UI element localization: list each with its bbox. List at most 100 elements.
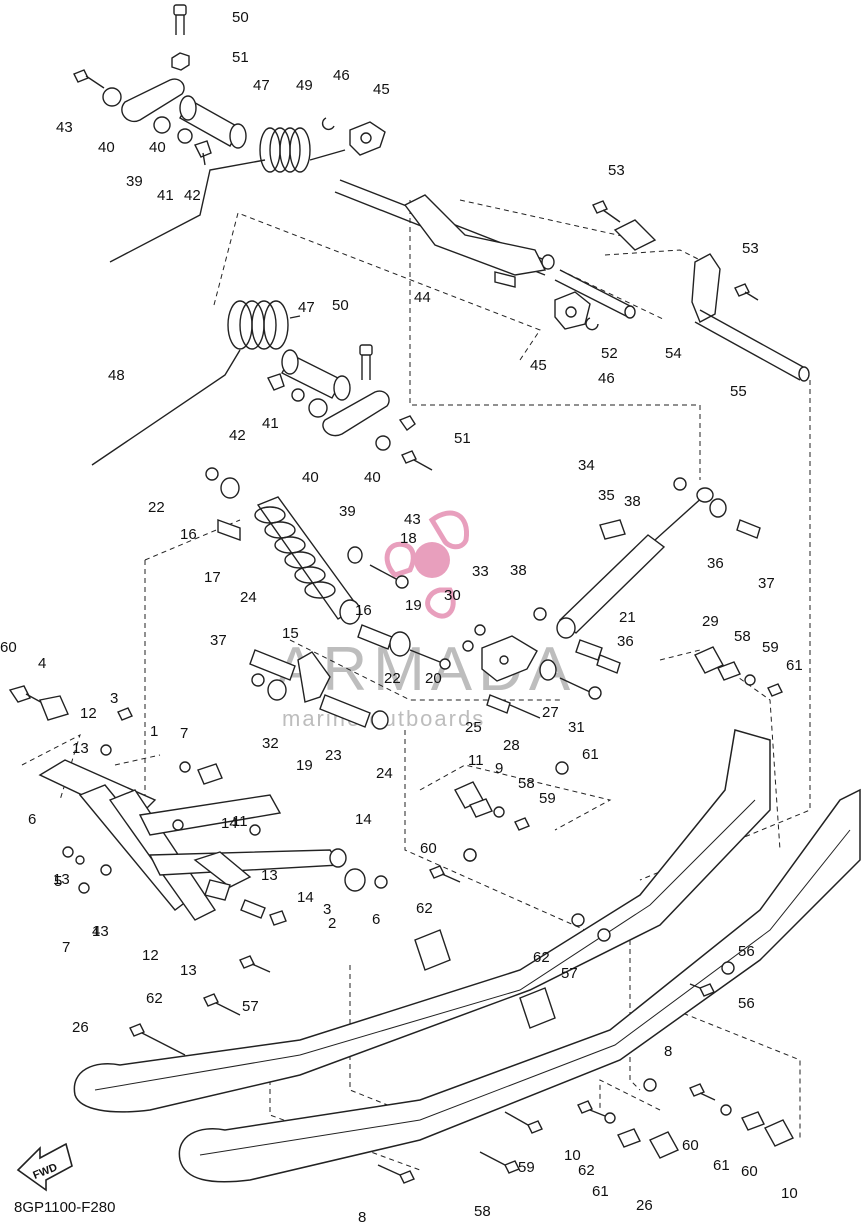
callout-label: 12 — [80, 705, 97, 722]
callout-label: 46 — [333, 67, 350, 84]
callout-label: 37 — [210, 632, 227, 649]
callout-label: 62 — [146, 990, 163, 1007]
callout-label: 37 — [758, 575, 775, 592]
shock-parts — [205, 467, 761, 730]
callout-label: 22 — [384, 670, 401, 687]
callout-label: 43 — [404, 511, 421, 528]
callout-label: 12 — [142, 947, 159, 964]
callout-label: 34 — [578, 457, 595, 474]
callout-label: 8 — [358, 1209, 366, 1224]
callout-label: 62 — [578, 1162, 595, 1179]
callout-label: 13 — [92, 923, 109, 940]
callout-label: 61 — [786, 657, 803, 674]
callout-label: 30 — [444, 587, 461, 604]
callout-label: 47 — [298, 299, 315, 316]
callout-label: 1 — [150, 723, 158, 740]
callout-label: 59 — [762, 639, 779, 656]
callout-label: 61 — [713, 1157, 730, 1174]
callout-label: 38 — [510, 562, 527, 579]
callout-label: 36 — [617, 633, 634, 650]
callout-label: 60 — [0, 639, 17, 656]
callout-label: 13 — [72, 740, 89, 757]
callout-label: 56 — [738, 943, 755, 960]
slide-rails — [73, 646, 861, 1184]
callout-label: 54 — [665, 345, 682, 362]
callout-label: 13 — [180, 962, 197, 979]
callout-label: 52 — [601, 345, 618, 362]
upper-link-parts — [73, 4, 810, 471]
callout-label: 44 — [414, 289, 431, 306]
callout-label: 11 — [232, 813, 248, 830]
callout-label: 49 — [296, 77, 313, 94]
callout-label: 19 — [405, 597, 422, 614]
callout-label: 9 — [495, 760, 503, 777]
callout-label: 2 — [328, 915, 336, 932]
callout-label: 32 — [262, 735, 279, 752]
callout-label: 50 — [232, 9, 249, 26]
callout-label: 59 — [518, 1159, 535, 1176]
callout-label: 41 — [262, 415, 279, 432]
callout-label: 55 — [730, 383, 747, 400]
callout-label: 13 — [53, 871, 70, 888]
callout-label: 7 — [62, 939, 70, 956]
callout-label: 57 — [561, 965, 578, 982]
front-arm-parts — [8, 685, 388, 926]
callout-label: 40 — [149, 139, 166, 156]
callout-label: 24 — [376, 765, 393, 782]
callout-label: 58 — [518, 775, 535, 792]
callout-label: 48 — [108, 367, 125, 384]
callout-label: 3 — [110, 690, 118, 707]
callout-label: 6 — [28, 811, 36, 828]
callout-label: 26 — [636, 1197, 653, 1214]
callout-label: 40 — [364, 469, 381, 486]
callout-label: 31 — [568, 719, 585, 736]
callout-label: 62 — [416, 900, 433, 917]
callout-label: 57 — [242, 998, 259, 1015]
callout-label: 20 — [425, 670, 442, 687]
callout-label: 59 — [539, 790, 556, 807]
diagram-code: 8GP1100-F280 — [14, 1199, 115, 1216]
callout-label: 53 — [608, 162, 625, 179]
callout-label: 13 — [261, 867, 278, 884]
callout-label: 46 — [598, 370, 615, 387]
callout-label: 45 — [373, 81, 390, 98]
callout-label: 60 — [420, 840, 437, 857]
callout-label: 33 — [472, 563, 489, 580]
callout-label: 24 — [240, 589, 257, 606]
callout-label: 47 — [253, 77, 270, 94]
callout-label: 35 — [598, 487, 615, 504]
callout-label: 61 — [592, 1183, 609, 1200]
callout-label: 11 — [468, 752, 484, 769]
callout-label: 40 — [302, 469, 319, 486]
callout-label: 16 — [355, 602, 372, 619]
callout-label: 29 — [702, 613, 719, 630]
callout-label: 5 — [54, 873, 62, 890]
callout-label: 59 — [0, 0, 17, 4]
callout-label: 51 — [454, 430, 471, 447]
callout-label: 60 — [741, 1163, 758, 1180]
callout-label: 28 — [503, 737, 520, 754]
callout-label: 58 — [0, 0, 17, 4]
callout-label: 60 — [682, 1137, 699, 1154]
callout-label: 41 — [157, 187, 174, 204]
callout-label: 38 — [624, 493, 641, 510]
callout-label: 23 — [325, 747, 342, 764]
callout-label: 4 — [38, 655, 46, 672]
callout-label: 53 — [742, 240, 759, 257]
callout-label: 21 — [619, 609, 636, 626]
callout-label: 58 — [474, 1203, 491, 1220]
callout-label: 58 — [734, 628, 751, 645]
callout-label: 25 — [465, 719, 482, 736]
callout-label: 10 — [564, 1147, 581, 1164]
callout-label: 36 — [707, 555, 724, 572]
callout-label: 17 — [204, 569, 221, 586]
callout-label: 19 — [296, 757, 313, 774]
callout-label: 62 — [533, 949, 550, 966]
callout-label: 43 — [56, 119, 73, 136]
callout-label: 8 — [664, 1043, 672, 1060]
callout-label: 27 — [542, 704, 559, 721]
callout-label: 56 — [738, 995, 755, 1012]
callout-label: 61 — [582, 746, 599, 763]
